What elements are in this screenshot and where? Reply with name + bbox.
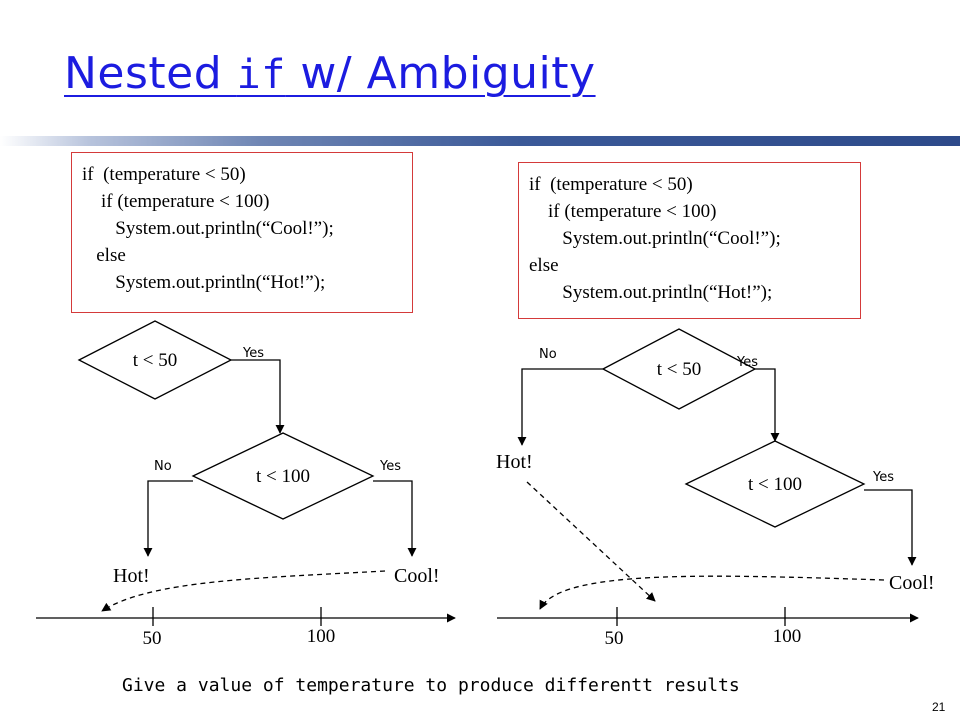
code-line: System.out.println(“Hot!”); (82, 272, 326, 293)
left-inner-no-label: No (154, 459, 172, 474)
right-inner-decision (684, 440, 866, 528)
code-line: System.out.println(“Hot!”); (529, 282, 773, 303)
left-tick-100-label: 100 (307, 626, 336, 647)
left-result-hot: Hot! (113, 565, 150, 587)
left-tick-50-label: 50 (143, 628, 162, 649)
right-outer-decision-label: t < 50 (657, 359, 702, 380)
title-code-keyword: if (236, 52, 286, 98)
right-result-cool: Cool! (889, 572, 935, 594)
slide-title: Nested if w/ Ambiguity (64, 48, 596, 99)
left-flowchart: t < 50 Yes t < 100 No Yes Hot! Cool! 50 … (36, 320, 456, 649)
left-outer-yes-connector (231, 359, 285, 434)
code-line: if (temperature < 50) (82, 164, 246, 185)
code-line: if (temperature < 100) (82, 191, 270, 212)
right-outer-no-connector (517, 368, 603, 446)
code-line: if (temperature < 100) (529, 201, 717, 222)
right-dashed-arrow-hot (526, 481, 656, 602)
code-line: if (temperature < 50) (529, 174, 693, 195)
right-dashed-arrow-cool (539, 575, 885, 610)
left-result-cool: Cool! (394, 565, 440, 587)
right-inner-decision-label: t < 100 (748, 474, 802, 495)
left-inner-no-connector (143, 480, 193, 557)
right-inner-yes-connector (864, 489, 917, 566)
code-line: System.out.println(“Cool!”); (529, 228, 781, 249)
code-line: System.out.println(“Cool!”); (82, 218, 334, 239)
left-inner-yes-connector (373, 480, 417, 557)
right-inner-yes-label: Yes (872, 470, 894, 485)
left-inner-decision (191, 432, 375, 520)
right-outer-yes-connector (755, 368, 780, 442)
left-inner-yes-label: Yes (379, 459, 401, 474)
right-tick-100-label: 100 (773, 626, 802, 647)
left-outer-decision-label: t < 50 (133, 350, 178, 371)
page-number: 21 (932, 700, 946, 714)
left-inner-decision-label: t < 100 (256, 466, 310, 487)
right-result-hot: Hot! (496, 451, 533, 473)
right-flowchart: t < 50 No Yes Hot! t < 100 Yes Cool! 50 … (496, 328, 935, 649)
code-box-right: if (temperature < 50) if (temperature < … (518, 162, 861, 319)
right-tick-50-label: 50 (605, 628, 624, 649)
code-box-left: if (temperature < 50) if (temperature < … (71, 152, 413, 313)
title-gradient-bar (0, 136, 960, 146)
footer-prompt: Give a value of temperature to produce d… (122, 675, 740, 696)
left-dashed-arrow (101, 570, 386, 612)
right-outer-yes-label: Yes (736, 355, 758, 370)
left-outer-yes-label: Yes (242, 346, 264, 361)
title-prefix: Nested (64, 48, 237, 99)
right-outer-no-label: No (539, 347, 557, 362)
title-suffix: w/ Ambiguity (285, 48, 596, 99)
code-line: else (82, 245, 126, 266)
code-line: else (529, 255, 559, 276)
